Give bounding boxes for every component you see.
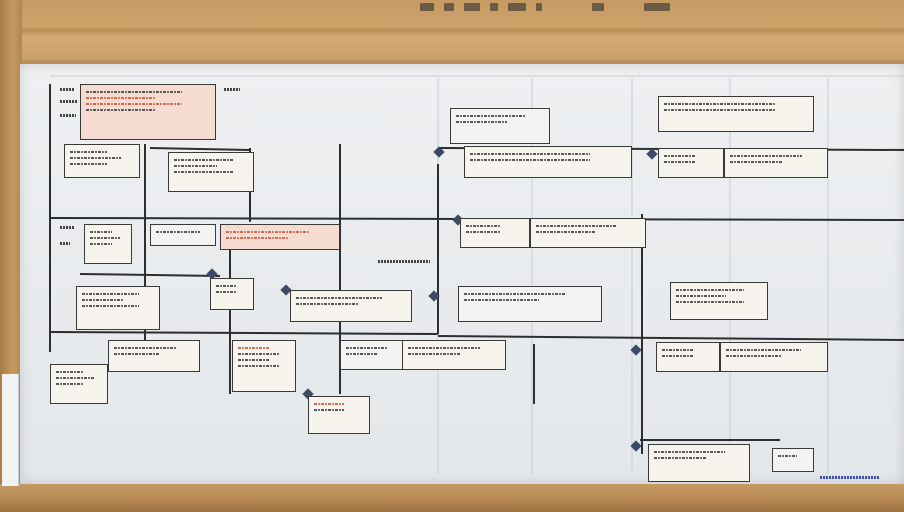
- note-card: [308, 396, 370, 434]
- paper-edge: [2, 374, 19, 486]
- handwriting-mark: [60, 114, 76, 117]
- top-shelf-items: [420, 0, 710, 14]
- note-card: [402, 340, 506, 370]
- note-card: [450, 108, 550, 144]
- note-card: [720, 342, 828, 372]
- handwriting-mark: [224, 88, 240, 91]
- note-card: [232, 340, 296, 392]
- note-card: [76, 286, 160, 330]
- handwriting-mark: [60, 226, 74, 229]
- note-card: [464, 146, 632, 178]
- note-card: [724, 148, 828, 178]
- note-card: [168, 152, 254, 192]
- wood-frame-bottom: [0, 484, 904, 512]
- note-card: [210, 278, 254, 310]
- note-card: [658, 148, 724, 178]
- note-card: [460, 218, 530, 248]
- note-card: [64, 144, 140, 178]
- note-card: [150, 224, 216, 246]
- handwriting-mark: [378, 260, 430, 263]
- note-card: [772, 448, 814, 472]
- note-card: [658, 96, 814, 132]
- note-card: [220, 224, 340, 250]
- note-card: [50, 364, 108, 404]
- handwriting-mark: [60, 88, 74, 91]
- note-card: [108, 340, 200, 372]
- note-card: [458, 286, 602, 322]
- note-card: [530, 218, 646, 248]
- note-card: [290, 290, 412, 322]
- note-card: [670, 282, 768, 320]
- note-card: [648, 444, 750, 482]
- note-card: [84, 224, 132, 264]
- note-card: [656, 342, 720, 372]
- handwriting-mark-blue: [820, 476, 880, 479]
- whiteboard: [20, 64, 904, 484]
- handwriting-mark: [60, 100, 78, 103]
- note-card: [80, 84, 216, 140]
- handwriting-mark: [60, 242, 70, 245]
- note-card: [340, 340, 404, 370]
